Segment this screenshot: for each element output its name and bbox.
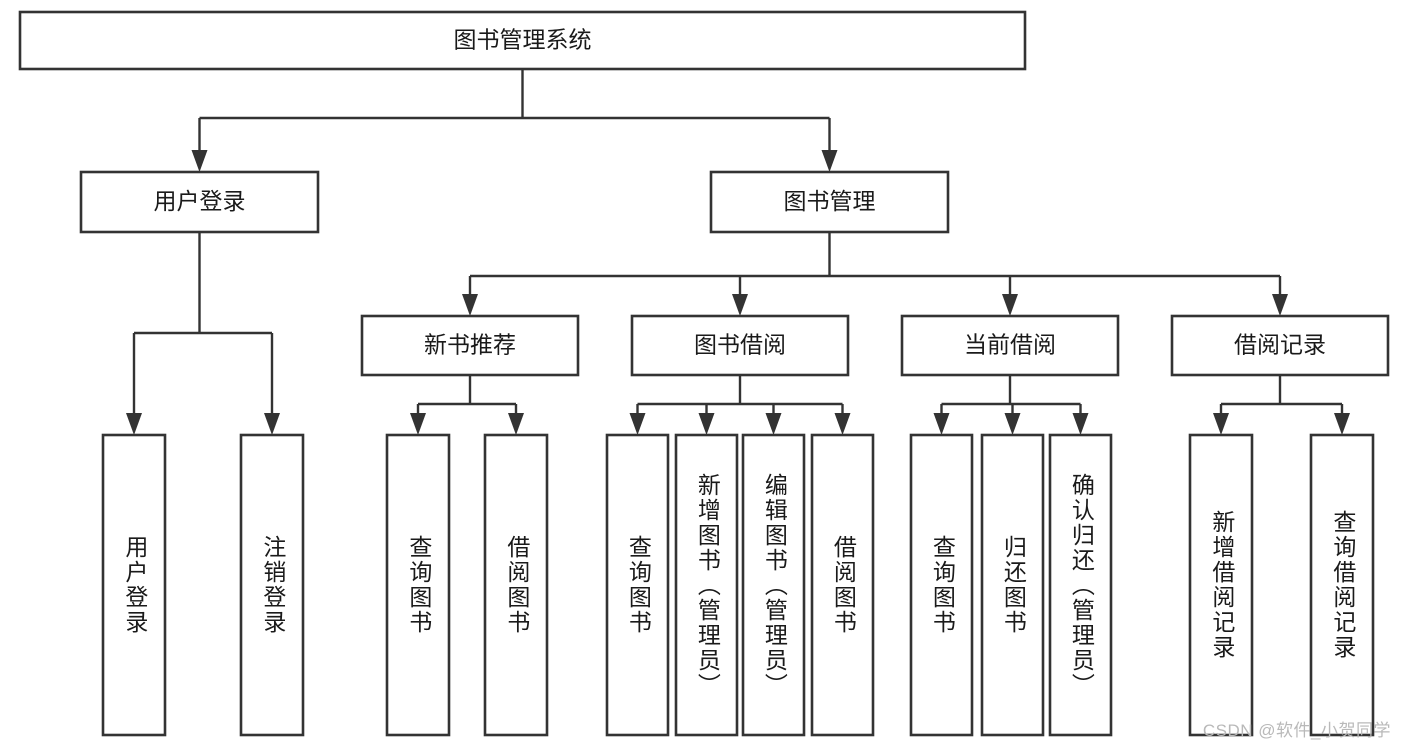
level2-node-1-box[interactable] bbox=[709, 170, 950, 234]
leaf-node-4-box[interactable] bbox=[605, 433, 670, 737]
level3-node-1-label: 图书借阅 bbox=[694, 332, 786, 358]
level2-node-0-label: 用户登录 bbox=[154, 188, 246, 214]
arrow-head-icon bbox=[698, 413, 715, 435]
arrow-head-icon bbox=[821, 150, 838, 172]
leaf-node-10-box[interactable] bbox=[1048, 433, 1113, 737]
arrow-head-icon bbox=[629, 413, 646, 435]
leaf-node-7-box[interactable] bbox=[810, 433, 875, 737]
arrow-head-icon bbox=[1004, 413, 1021, 435]
arrow-head-icon bbox=[264, 413, 280, 435]
arrow-head-icon bbox=[1002, 294, 1018, 316]
arrow-head-icon bbox=[410, 413, 426, 435]
arrow-head-icon bbox=[191, 150, 208, 172]
arrow-head-icon bbox=[933, 413, 950, 435]
arrow-head-icon bbox=[1272, 294, 1288, 316]
leaf-node-0-box[interactable] bbox=[101, 433, 167, 737]
arrow-head-icon bbox=[765, 413, 782, 435]
leaf-node-5-box[interactable] bbox=[674, 433, 739, 737]
level3-node-2-label: 当前借阅 bbox=[964, 332, 1056, 358]
arrow-head-icon bbox=[1334, 413, 1350, 435]
level3-node-3-label: 借阅记录 bbox=[1234, 332, 1326, 358]
arrow-head-icon bbox=[1072, 413, 1089, 435]
leaf-node-11-box[interactable] bbox=[1188, 433, 1254, 737]
level3-node-0-box[interactable] bbox=[360, 314, 580, 377]
leaf-node-9-box[interactable] bbox=[980, 433, 1045, 737]
level3-node-3-box[interactable] bbox=[1170, 314, 1390, 377]
root-node-label: 图书管理系统 bbox=[454, 27, 592, 53]
arrow-head-icon bbox=[732, 294, 748, 316]
arrow-head-icon bbox=[126, 413, 142, 435]
csdn-watermark: CSDN @软件_小贺同学 bbox=[1202, 721, 1391, 740]
leaf-node-2-box[interactable] bbox=[385, 433, 451, 737]
leaf-node-6-box[interactable] bbox=[741, 433, 806, 737]
leaf-node-3-box[interactable] bbox=[483, 433, 549, 737]
arrow-head-icon bbox=[462, 294, 478, 316]
root-node-box[interactable] bbox=[18, 10, 1027, 71]
arrow-head-icon bbox=[508, 413, 524, 435]
level2-node-0-box[interactable] bbox=[79, 170, 320, 234]
leaf-node-12-box[interactable] bbox=[1309, 433, 1375, 737]
level2-node-1-label: 图书管理 bbox=[784, 188, 876, 214]
level3-node-1-box[interactable] bbox=[630, 314, 850, 377]
leaf-node-1-box[interactable] bbox=[239, 433, 305, 737]
connector-layer bbox=[126, 69, 1350, 435]
level3-node-2-box[interactable] bbox=[900, 314, 1120, 377]
arrow-head-icon bbox=[834, 413, 851, 435]
leaf-node-8-box[interactable] bbox=[909, 433, 974, 737]
level3-node-0-label: 新书推荐 bbox=[424, 332, 516, 358]
arrow-head-icon bbox=[1213, 413, 1229, 435]
